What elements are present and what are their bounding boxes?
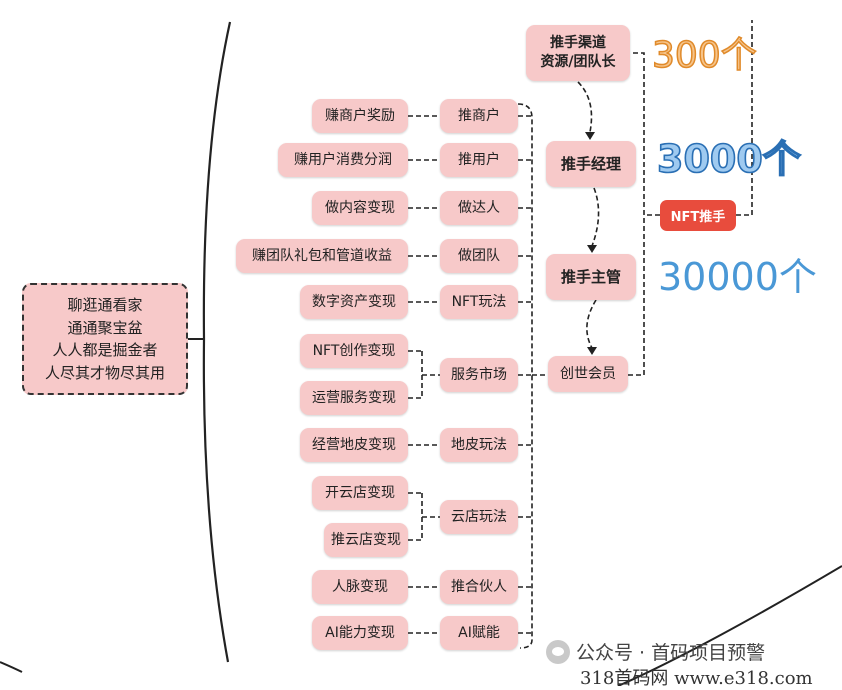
method-node: 推用户 bbox=[440, 143, 518, 177]
leaf-node: NFT创作变现 bbox=[300, 334, 408, 368]
arrow-head bbox=[585, 132, 595, 140]
leaf-node: 做内容变现 bbox=[312, 191, 408, 225]
level-director-node: 推手主管 bbox=[546, 254, 636, 300]
count-30000-label: 30000个 bbox=[658, 255, 817, 299]
watermark-account-text: 公众号 · 首码项目预警 bbox=[576, 642, 766, 664]
wechat-icon bbox=[546, 639, 570, 664]
level-channel-node: 推手渠道 资源/团队长 bbox=[526, 25, 630, 81]
leaf-node: 经营地皮变现 bbox=[300, 428, 408, 462]
founder-loop-line bbox=[628, 52, 645, 376]
method-node: 云店玩法 bbox=[440, 500, 518, 534]
count-300-label: 300个 bbox=[651, 35, 757, 76]
method-node: 服务市场 bbox=[440, 358, 518, 392]
leaf-node: AI能力变现 bbox=[312, 616, 408, 650]
method-node: AI赋能 bbox=[440, 616, 518, 650]
method-node: 做达人 bbox=[440, 191, 518, 225]
method-node: 推合伙人 bbox=[440, 570, 518, 604]
nft-loop-line bbox=[736, 20, 753, 216]
watermark-account: 公众号 · 首码项目预警 bbox=[546, 638, 765, 665]
leaf-node: 赚团队礼包和管道收益 bbox=[236, 239, 408, 273]
method-node: 做团队 bbox=[440, 239, 518, 273]
root-node: 聊逛通看家 通通聚宝盆 人人都是掘金者 人尽其才物尽其用 bbox=[22, 283, 188, 395]
main-brace-curve bbox=[202, 21, 232, 663]
corner-curve-right bbox=[617, 565, 842, 686]
method-node: NFT玩法 bbox=[440, 285, 518, 319]
corner-curve-left bbox=[0, 661, 23, 673]
watermark-site: 318首码网 www.e318.com bbox=[580, 668, 813, 689]
nft-pusher-badge: NFT推手 bbox=[660, 200, 736, 231]
leaf-node: 开云店变现 bbox=[312, 476, 408, 510]
leaf-node: 数字资产变现 bbox=[300, 285, 408, 319]
level-manager-node: 推手经理 bbox=[546, 141, 636, 187]
arrow-head bbox=[587, 245, 597, 253]
director-to-founder-arrow bbox=[586, 299, 597, 349]
channel-to-manager-arrow bbox=[577, 81, 593, 133]
count-3000-label: 3000个 bbox=[656, 137, 801, 181]
manager-to-director-arrow bbox=[591, 187, 600, 247]
leaf-node: 运营服务变现 bbox=[300, 381, 408, 415]
method-node: 地皮玩法 bbox=[440, 428, 518, 462]
level-founder-node: 创世会员 bbox=[548, 356, 628, 392]
leaf-node: 赚用户消费分润 bbox=[278, 143, 408, 177]
leaf-node: 人脉变现 bbox=[312, 570, 408, 604]
leaf-node: 推云店变现 bbox=[324, 523, 408, 557]
arrow-head bbox=[587, 347, 597, 355]
leaf-node: 赚商户奖励 bbox=[312, 99, 408, 133]
method-node: 推商户 bbox=[440, 99, 518, 133]
method-spine bbox=[517, 103, 533, 649]
